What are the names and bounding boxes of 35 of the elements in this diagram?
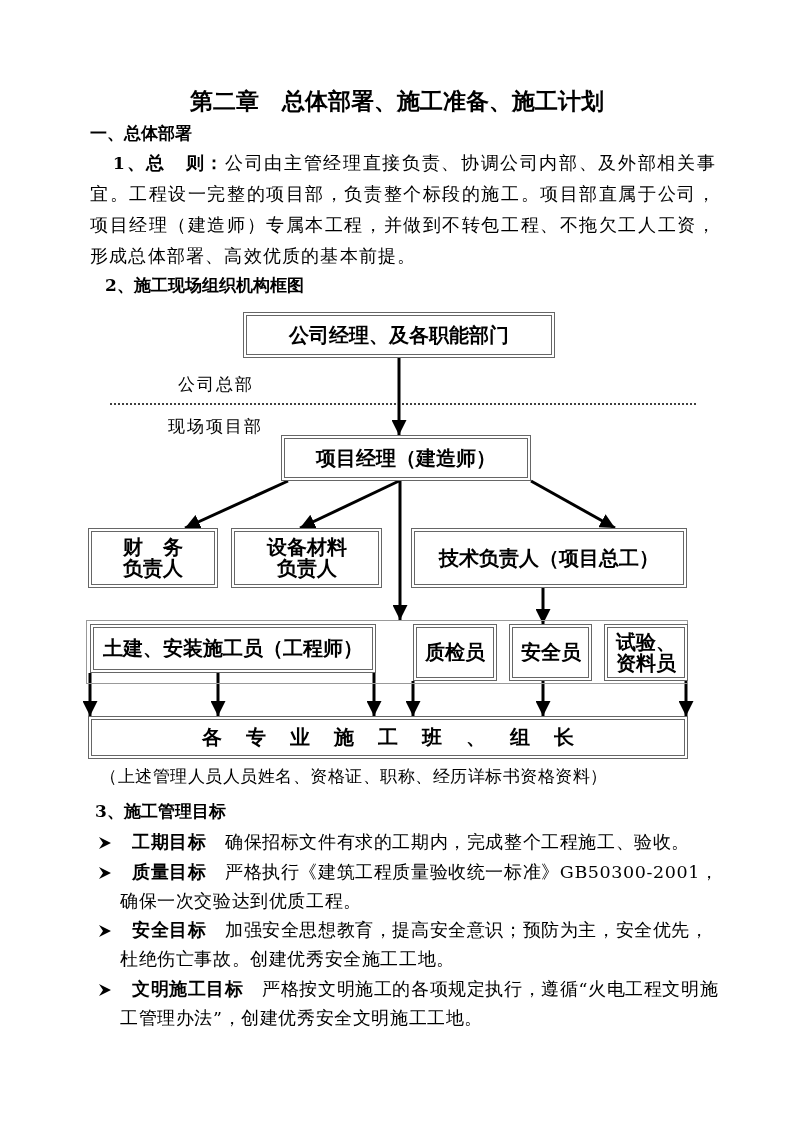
section-heading: 一、总体部署 [90, 122, 193, 145]
org-box: 项目经理（建造师） [281, 435, 531, 481]
arrow [184, 479, 289, 530]
arrow [678, 681, 694, 716]
goal-text: 安全目标 加强安全思想教育，提高安全意识；预防为主，安全优先，杜绝伤亡事故。创建优秀安全施工工地。 [120, 919, 710, 971]
arrow [530, 479, 616, 530]
paragraph: 1、总 则：公司由主管经理直接负责、协调公司内部、及外部相关事宜。工程设一完整的项目部，负责整个标段的施工。项目部直属于公司，项目经理（建造师）专属本工程，并做到不转包工程、不拖欠工人工资，形成总体部署、高效优质的基本前提。 [90, 152, 716, 268]
goal-text: 质量目标 严格执行《建筑工程质量验收统一标准》GB50300-2001，确保一次交验达到优质工程。 [120, 861, 720, 913]
section-heading: 3、施工管理目标 [95, 800, 227, 823]
caption: （上述管理人员人员姓名、资格证、职称、经历详标书资格资料） [100, 766, 609, 788]
org-box: 土建、安装施工员（工程师） [90, 624, 376, 673]
arrow [535, 588, 551, 624]
goal-text: 文明施工目标 严格按文明施工的各项规定执行，遵循“火电工程文明施工管理办法”，创建优秀安全文明施工工地。 [120, 978, 720, 1030]
org-box: 财 务负责人 [88, 528, 218, 588]
group-frame [86, 620, 688, 684]
arrow [82, 673, 98, 716]
arrow [535, 681, 551, 716]
arrow [210, 673, 226, 716]
org-box: 试验、资料员 [604, 624, 688, 681]
org-band: 各专业施工班、组长 [88, 716, 688, 759]
arrow [391, 358, 407, 435]
arrow [405, 681, 421, 716]
arrow [392, 481, 408, 620]
arrow [299, 479, 400, 530]
org-box: 质检员 [413, 624, 497, 681]
arrow [366, 673, 382, 716]
section-heading: 2、施工现场组织机构框图 [105, 274, 305, 297]
org-box: 安全员 [509, 624, 592, 681]
goal-text: 工期目标 确保招标文件有求的工期内，完成整个工程施工、验收。 [131, 831, 691, 854]
org-box: 技术负责人（项目总工） [411, 528, 687, 588]
title: 第二章 总体部署、施工准备、施工计划 [189, 86, 605, 116]
zone-label: 现场项目部 [168, 415, 264, 438]
org-box: 设备材料负责人 [231, 528, 382, 588]
zone-label: 公司总部 [178, 373, 255, 396]
org-box: 公司经理、及各职能部门 [243, 312, 555, 358]
